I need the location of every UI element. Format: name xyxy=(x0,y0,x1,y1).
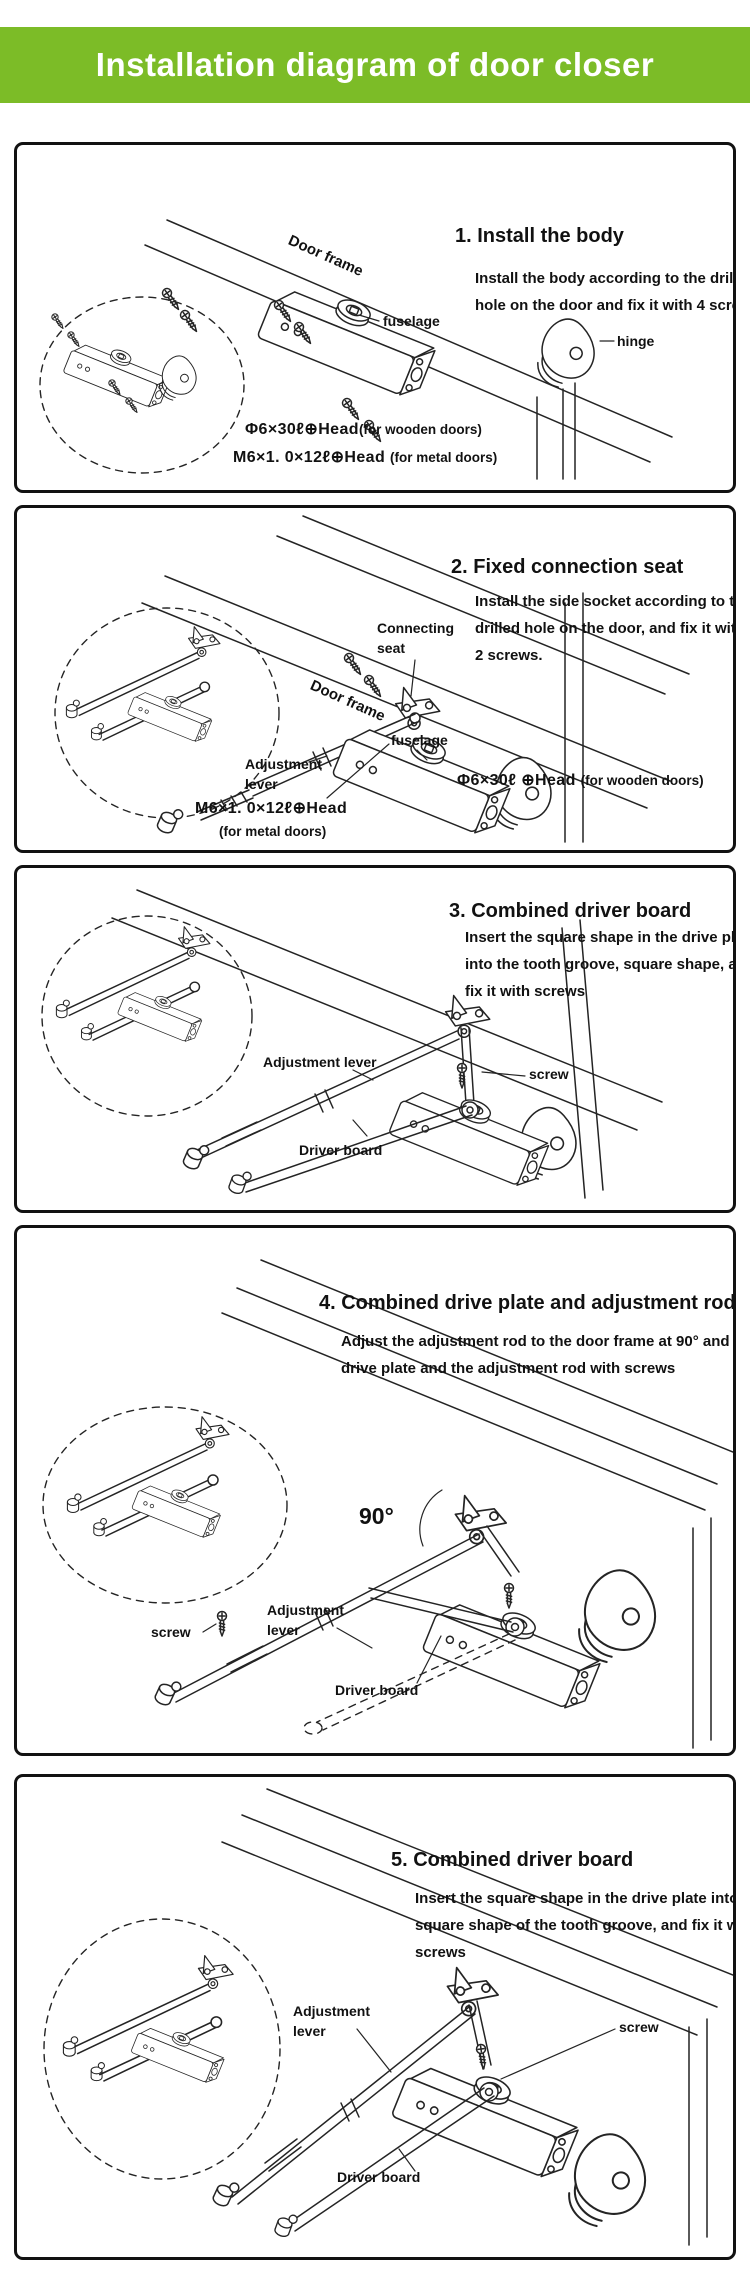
step3-description: Insert the square shape in the drive pla… xyxy=(465,929,736,1000)
hinge-label: hinge xyxy=(617,333,655,349)
adjustment-lever-label: Adjustment lever xyxy=(245,756,322,792)
step1-title: 1. Install the body xyxy=(455,225,624,247)
step1-panel: 1. Install the body Install the body acc… xyxy=(14,142,736,493)
header-banner: Installation diagram of door closer xyxy=(0,27,750,103)
step2-illustration xyxy=(54,515,690,843)
step5-description: Insert the square shape in the drive pla… xyxy=(415,1890,736,1961)
step3-illustration xyxy=(41,889,663,1199)
step4-illustration xyxy=(42,1259,733,1749)
step4-description: Adjust the adjustment rod to the door fr… xyxy=(341,1333,736,1377)
step1-description: Install the body according to the drille… xyxy=(475,270,736,314)
metal-screw-spec-note: (for metal doors) xyxy=(219,824,327,839)
step3-panel: 3. Combined driver board Insert the squa… xyxy=(14,865,736,1213)
adjustment-lever-label: Adjustment lever xyxy=(293,2003,370,2039)
metal-screw-spec: M6×1. 0×12ℓ⊕Head (for metal doors) xyxy=(233,449,498,466)
angle-90-label: 90° xyxy=(359,1503,394,1529)
fuselage-label: fuselage xyxy=(391,732,448,748)
driver-board-label: Driver board xyxy=(335,1682,419,1698)
step2-title: 2. Fixed connection seat xyxy=(451,556,684,578)
screw-label: screw xyxy=(619,2019,659,2035)
driver-board-label: Driver board xyxy=(299,1142,383,1158)
screw-label: screw xyxy=(151,1624,191,1640)
step3-title: 3. Combined driver board xyxy=(449,900,692,922)
connecting-seat-label: Connecting seat xyxy=(377,620,454,656)
wooden-screw-spec: Φ6×30ℓ⊕Head(for wooden doors) xyxy=(245,421,482,438)
page-title: Installation diagram of door closer xyxy=(95,46,655,83)
step4-title: 4. Combined drive plate and adjustment r… xyxy=(319,1292,736,1314)
screw-label: screw xyxy=(529,1066,569,1082)
adjustment-lever-label: Adjustment lever xyxy=(263,1054,377,1070)
step5-title: 5. Combined driver board xyxy=(391,1849,634,1871)
step1-illustration xyxy=(39,219,673,480)
driver-board-label: Driver board xyxy=(337,2169,421,2185)
fuselage-label: fuselage xyxy=(383,313,440,329)
step5-illustration xyxy=(43,1788,733,2246)
step4-panel: 4. Combined drive plate and adjustment r… xyxy=(14,1225,736,1756)
step2-description: Install the side socket according to the… xyxy=(475,593,736,664)
metal-screw-spec: M6×1. 0×12ℓ⊕Head xyxy=(195,800,348,817)
adjustment-lever-label: Adjustment lever xyxy=(267,1602,344,1638)
step2-panel: 2. Fixed connection seat Install the sid… xyxy=(14,505,736,853)
wooden-screw-spec: Φ6×30ℓ ⊕Head (for wooden doors) xyxy=(457,772,704,789)
step5-panel: 5. Combined driver board Insert the squa… xyxy=(14,1774,736,2260)
